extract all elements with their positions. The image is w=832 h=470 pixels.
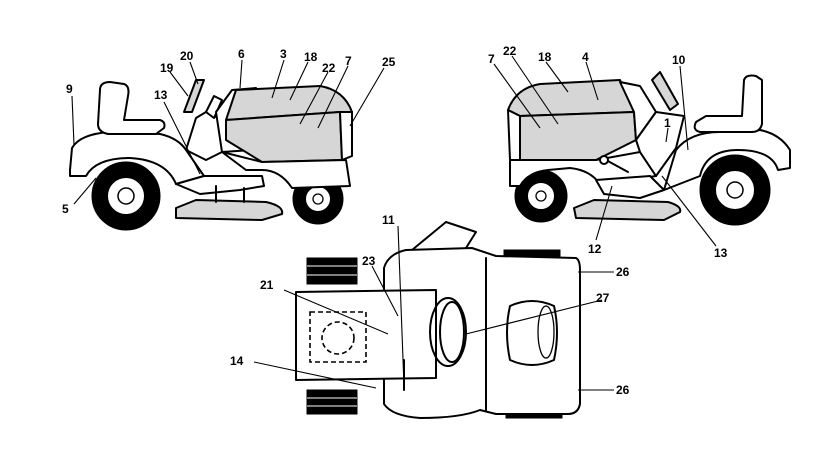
callout-12: 12 bbox=[588, 242, 602, 256]
callout-20: 20 bbox=[180, 49, 194, 63]
top-hood-lens bbox=[506, 300, 558, 366]
left-hood-side bbox=[225, 111, 343, 163]
right-footrest bbox=[595, 175, 665, 199]
left-side-view bbox=[69, 79, 353, 231]
callout-18: 18 bbox=[304, 50, 318, 64]
top-seat-outline bbox=[309, 311, 367, 363]
callout-27: 27 bbox=[596, 291, 610, 305]
callout-25: 25 bbox=[382, 55, 396, 69]
right-side-view bbox=[507, 71, 791, 226]
callout-19: 19 bbox=[160, 61, 174, 75]
callout-13: 13 bbox=[154, 88, 168, 102]
left-rear-wheel bbox=[91, 161, 161, 231]
callout-1: 1 bbox=[664, 116, 671, 130]
right-rear-wheel bbox=[699, 154, 771, 226]
left-steering-wheel bbox=[183, 79, 205, 113]
callout-22: 22 bbox=[322, 61, 336, 75]
left-seat bbox=[97, 81, 166, 135]
left-steering-column bbox=[205, 95, 223, 119]
left-mower-deck bbox=[175, 199, 284, 221]
callout-9: 9 bbox=[66, 82, 73, 96]
callout-26: 26 bbox=[616, 383, 630, 397]
left-lower-body bbox=[221, 151, 351, 189]
left-hood-front bbox=[339, 111, 353, 161]
left-deck-hanger bbox=[215, 185, 245, 203]
leader-lines bbox=[71, 55, 717, 391]
right-seat bbox=[693, 74, 763, 133]
right-hood-front bbox=[507, 109, 521, 161]
right-frame-panel bbox=[635, 111, 685, 177]
callout-13: 13 bbox=[714, 246, 728, 260]
right-hood-side bbox=[519, 111, 637, 161]
callout-7: 7 bbox=[345, 54, 352, 68]
callout-10: 10 bbox=[672, 53, 686, 67]
callout-23: 23 bbox=[362, 254, 376, 268]
left-footrest bbox=[175, 175, 265, 195]
top-view bbox=[295, 221, 581, 419]
callout-22: 22 bbox=[503, 44, 517, 58]
callout-21: 21 bbox=[260, 278, 274, 292]
callout-3: 3 bbox=[280, 47, 287, 61]
top-steering-ring bbox=[439, 301, 465, 363]
callout-26: 26 bbox=[616, 265, 630, 279]
callout-4: 4 bbox=[582, 50, 589, 64]
right-mower-deck bbox=[573, 199, 682, 221]
callout-14: 14 bbox=[230, 354, 244, 368]
callout-18: 18 bbox=[538, 50, 552, 64]
callout-labels: 9 19 20 6 3 18 22 7 25 13 5 7 22 18 4 10… bbox=[62, 44, 728, 397]
callout-11: 11 bbox=[382, 213, 395, 227]
right-lift-lever bbox=[605, 159, 629, 173]
callout-6: 6 bbox=[238, 47, 245, 61]
top-rear-wheel-lower bbox=[306, 389, 358, 415]
callout-7: 7 bbox=[488, 52, 495, 66]
right-steering-wheel bbox=[651, 71, 679, 111]
top-rear-wheel-upper bbox=[306, 257, 358, 285]
callout-5: 5 bbox=[62, 202, 69, 216]
